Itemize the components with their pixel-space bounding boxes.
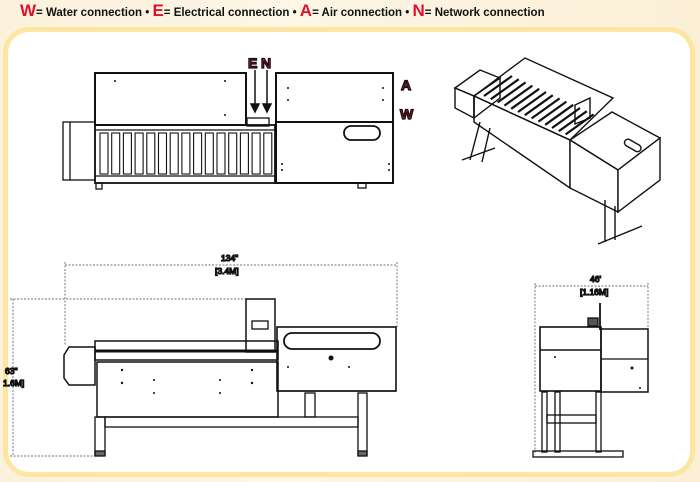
legend-separator: • [142,7,153,19]
iso-roller [544,103,574,126]
roller-slat [193,132,203,175]
legend-label-air: = Air connection [312,7,403,19]
iso-roller [558,110,588,133]
connection-arrows [249,70,273,114]
legend-key-air: A [299,1,313,20]
dim-length-inches: 134" [221,253,238,263]
legend-separator: • [289,7,300,19]
top-view-drawing [62,70,394,190]
isometric-view-drawing [453,57,662,245]
legend-key-water: W [20,1,37,20]
label-network: N [261,55,271,71]
iso-roller [510,87,540,110]
diagram-panel [3,27,695,477]
iso-roller [490,78,520,101]
roller-slat [263,132,273,175]
connection-legend: W= Water connection • E= Electrical conn… [20,1,545,21]
label-air: A [401,77,411,93]
iso-roller [517,91,547,113]
iso-roller [530,97,561,120]
iso-roller [483,75,513,97]
roller-slat [169,132,179,175]
label-water: W [400,106,414,122]
legend-label-network: = Network connection [424,7,545,19]
roller-slat [239,132,249,175]
dim-width-inches: 46' [590,274,601,284]
roller-slat [204,132,214,175]
iso-roller [503,84,534,107]
iso-roller [537,100,568,123]
roller-slat [251,132,261,175]
dim-height-inches: 63" [5,366,17,376]
roller-slat [157,132,168,175]
iso-roller [524,94,554,117]
dim-length-meters: [3.4M] [215,266,239,276]
end-view-drawing [532,283,649,458]
legend-label-water: = Water connection [36,7,143,19]
roller-slat [181,132,191,175]
roller-slat [216,132,226,175]
roller-slat [228,132,238,175]
dim-height-meters: 1.6M] [3,378,24,388]
roller-slat [99,132,109,175]
legend-key-network: N [412,1,425,20]
legend-key-electrical: E [152,1,164,20]
roller-slat [122,132,132,175]
legend-separator: • [402,7,413,19]
legend-label-electrical: = Electrical connection [163,7,290,19]
roller-slat [111,132,121,175]
roller-slat [134,132,144,175]
dim-width-meters: [1.16M] [580,287,608,297]
side-view-drawing [10,262,398,457]
roller-slat [146,132,156,175]
iso-roller [496,81,527,104]
label-electrical: E [248,55,257,71]
